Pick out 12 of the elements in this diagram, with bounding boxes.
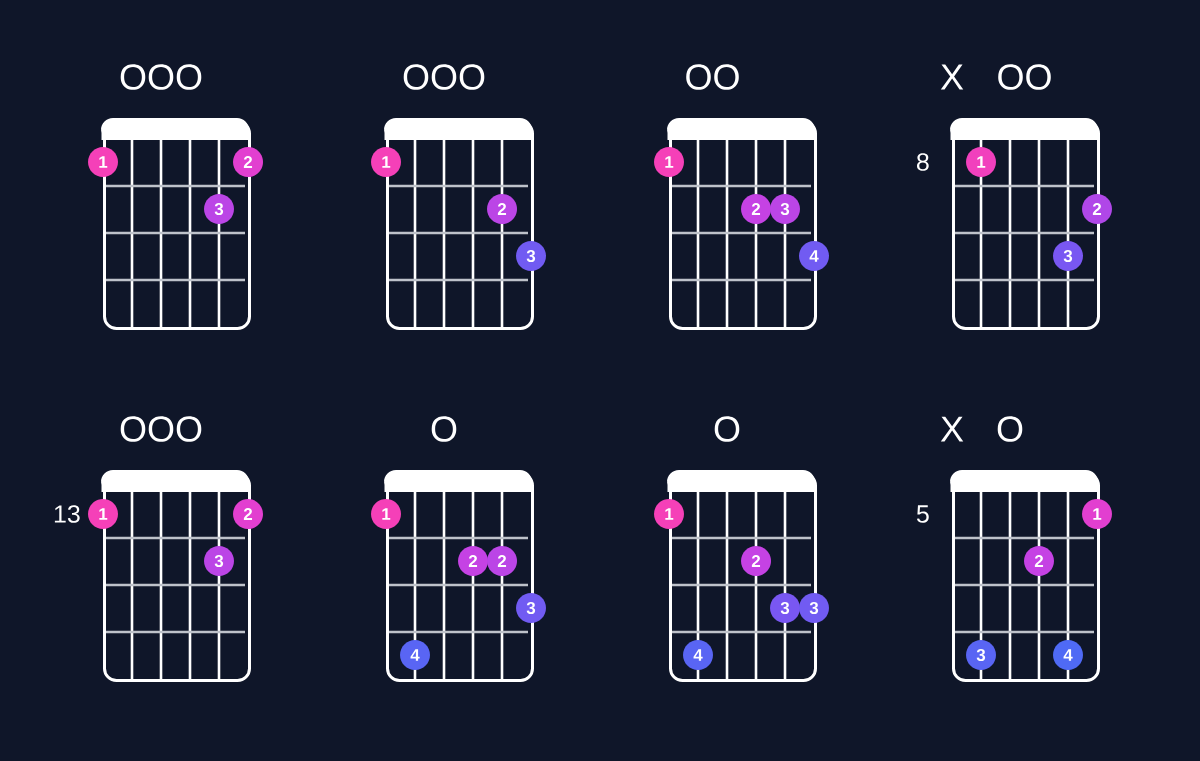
fret-number: 5 xyxy=(916,505,929,523)
string-marker: OOO xyxy=(120,416,202,442)
string-marker: X xyxy=(940,416,964,442)
string-marker: X xyxy=(940,64,964,90)
string-marker: OOO xyxy=(120,64,202,90)
fret-number: 8 xyxy=(917,153,929,171)
string-marker: OOO xyxy=(403,64,485,90)
string-marker: O xyxy=(431,416,457,442)
string-marker: O xyxy=(997,416,1023,442)
string-marker: OO xyxy=(998,64,1051,90)
string-marker: OO xyxy=(686,64,739,90)
string-marker: O xyxy=(714,416,740,442)
